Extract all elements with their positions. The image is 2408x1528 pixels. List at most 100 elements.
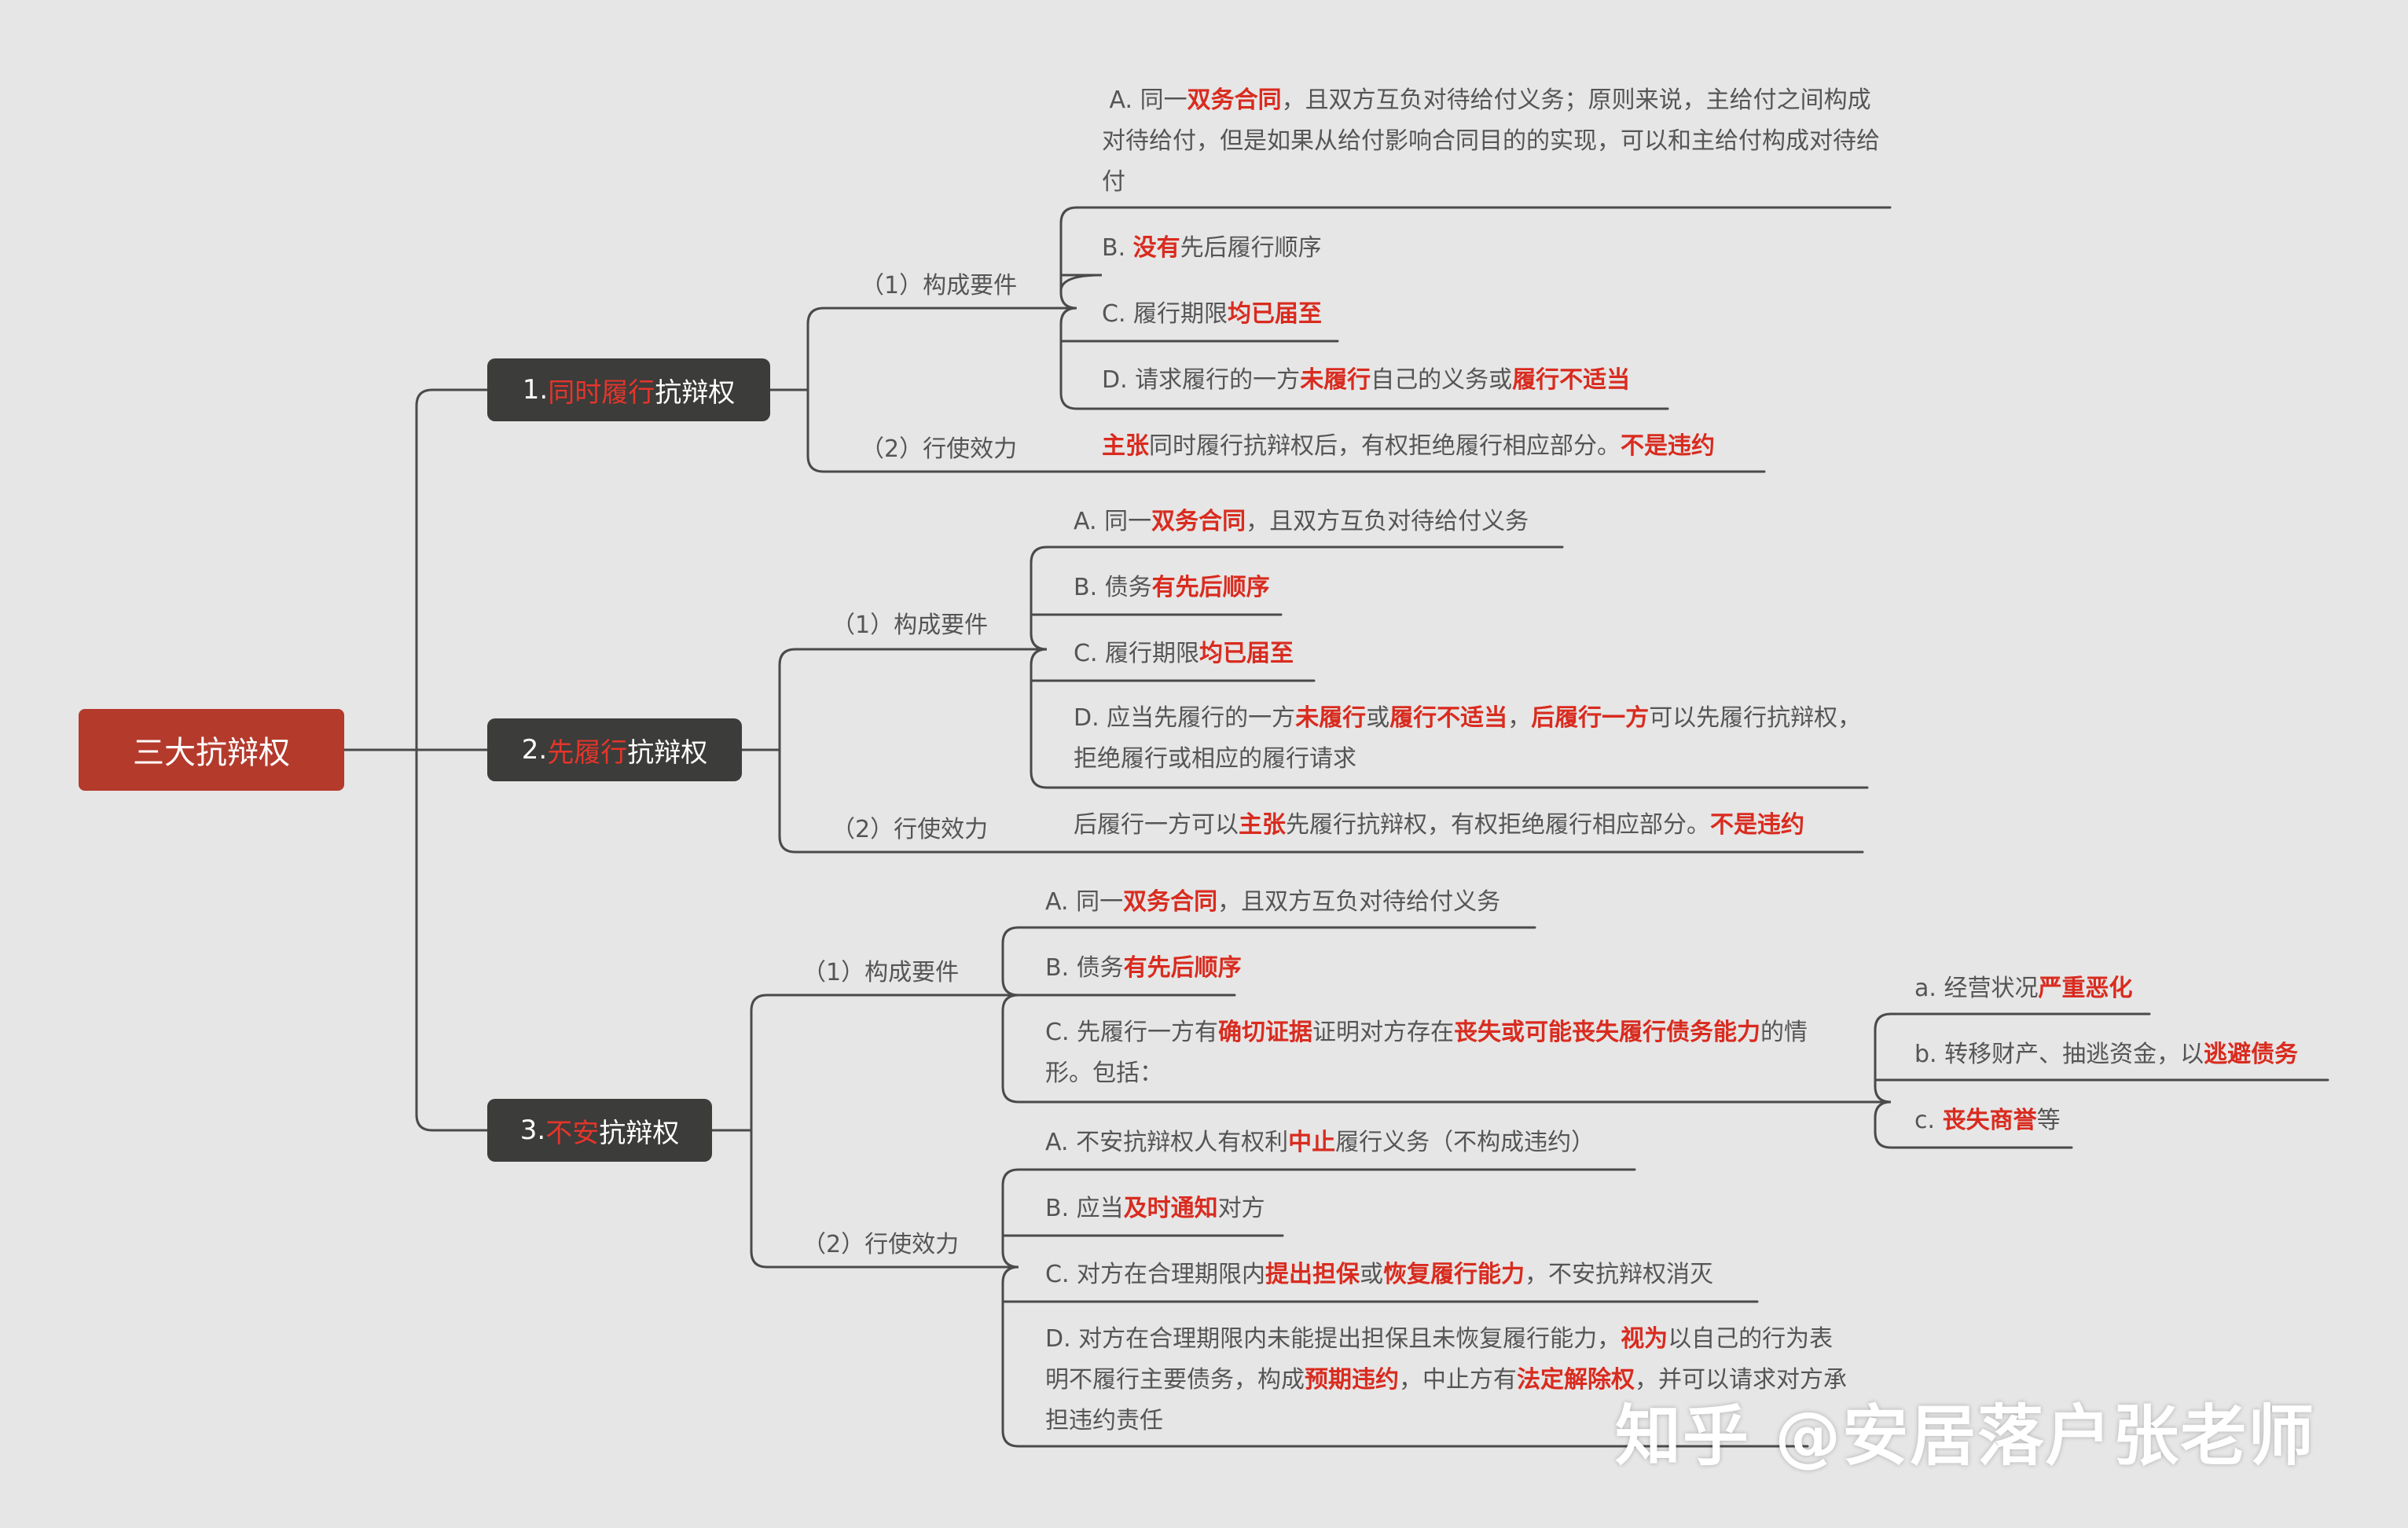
leaf-text: 或	[1360, 1261, 1384, 1288]
leaf-text: 可以先履行抗辩权，拒绝履行或相应的履行请求	[1074, 704, 1862, 773]
leaf-text: D. 应当先履行的一方	[1074, 704, 1296, 732]
b3-req-b[interactable]: B. 债务有先后顺序	[1045, 948, 1242, 989]
b2-req-d[interactable]: D. 应当先履行的一方未履行或履行不适当，后履行一方可以先履行抗辩权，拒绝履行或…	[1074, 698, 1867, 780]
branch-node-simultaneous[interactable]: 1. 同时履行抗辩权	[487, 358, 770, 421]
branch1-effect-label[interactable]: （2）行使效力	[861, 435, 1018, 463]
leaf-text: 证明对方存在	[1312, 1019, 1455, 1046]
leaf-text: B. 债务	[1074, 574, 1152, 601]
emphasis-text: 均已届至	[1199, 640, 1294, 667]
b2-effect[interactable]: 后履行一方可以主张先履行抗辩权，有权拒绝履行相应部分。不是违约	[1074, 805, 1804, 846]
leaf-text: ，	[1507, 704, 1532, 732]
b2-req-a[interactable]: A. 同一双务合同，且双方互负对待给付义务	[1074, 501, 1529, 542]
branch2-requirements-label[interactable]: （1）构成要件	[831, 612, 989, 639]
branch-num: 1.	[522, 374, 549, 406]
root-node[interactable]: 三大抗辩权	[79, 709, 344, 791]
emphasis-text: 预期违约	[1305, 1366, 1399, 1394]
emphasis-text: 不是违约	[1621, 432, 1715, 460]
emphasis-text: 履行不适当	[1512, 366, 1631, 394]
leaf-text: c.	[1914, 1107, 1943, 1134]
b2-req-b[interactable]: B. 债务有先后顺序	[1074, 567, 1270, 608]
leaf-text: ，且双方互负对待给付义务	[1217, 888, 1501, 916]
emphasis-text: 确切证据	[1218, 1019, 1313, 1046]
branch-rest: 抗辩权	[655, 376, 736, 409]
emphasis-text: 均已届至	[1228, 300, 1323, 328]
leaf-text: A. 同一	[1074, 508, 1152, 535]
branch2-effect-label[interactable]: （2）行使效力	[831, 816, 989, 843]
b3-effect-b[interactable]: B. 应当及时通知对方	[1045, 1188, 1265, 1229]
branch-highlight: 先履行	[547, 736, 628, 769]
emphasis-text: 有先后顺序	[1151, 574, 1270, 601]
b3-sub-b[interactable]: b. 转移财产、抽逃资金，以逃避债务	[1914, 1034, 2298, 1075]
leaf-text: D. 请求履行的一方	[1102, 366, 1301, 394]
emphasis-text: 双务合同	[1123, 888, 1218, 916]
leaf-text: 后履行一方可以	[1074, 811, 1239, 839]
branch-node-prior[interactable]: 2. 先履行抗辩权	[487, 718, 742, 781]
branch-num: 2.	[521, 734, 548, 766]
b3-sub-c[interactable]: c. 丧失商誉等	[1914, 1100, 2061, 1141]
emphasis-text: 后履行一方	[1531, 704, 1650, 732]
branch3-requirements-label[interactable]: （1）构成要件	[802, 959, 960, 986]
leaf-text: A. 同一	[1045, 888, 1124, 916]
emphasis-text: 恢复履行能力	[1383, 1261, 1525, 1288]
emphasis-text: 未履行	[1295, 704, 1367, 732]
leaf-text: C. 对方在合理期限内	[1045, 1261, 1266, 1288]
emphasis-text: 法定解除权	[1517, 1366, 1635, 1394]
branch1-requirements-label[interactable]: （1）构成要件	[861, 272, 1018, 299]
b3-req-a[interactable]: A. 同一双务合同，且双方互负对待给付义务	[1045, 882, 1500, 923]
emphasis-text: 不是违约	[1710, 811, 1804, 839]
b3-effect-d[interactable]: D. 对方在合理期限内未能提出担保且未恢复履行能力，视为以自己的行为表明不履行主…	[1045, 1319, 1847, 1442]
branch-rest: 抗辩权	[599, 1117, 680, 1149]
emphasis-text: 主张	[1239, 811, 1286, 839]
leaf-text: ，且双方互负对待给付义务	[1246, 508, 1529, 535]
leaf-text: 等	[2036, 1107, 2061, 1134]
branch-num: 3.	[519, 1115, 546, 1146]
emphasis-text: 主张	[1102, 432, 1149, 460]
branch-rest: 抗辩权	[627, 736, 708, 769]
leaf-text: C. 先履行一方有	[1045, 1019, 1219, 1046]
leaf-text: B. 应当	[1045, 1195, 1124, 1222]
leaf-text: b. 转移财产、抽逃资金，以	[1914, 1041, 2204, 1068]
b1-req-b[interactable]: B. 没有先后履行顺序	[1102, 228, 1322, 269]
emphasis-text: 视为	[1621, 1325, 1668, 1353]
emphasis-text: 严重恶化	[2038, 975, 2133, 1002]
b1-effect[interactable]: 主张同时履行抗辩权后，有权拒绝履行相应部分。不是违约	[1102, 426, 1715, 467]
leaf-text: 的情形。包括：	[1045, 1019, 1808, 1087]
emphasis-text: 履行不适当	[1389, 704, 1508, 732]
emphasis-text: 双务合同	[1187, 86, 1282, 114]
leaf-text: A. 同一	[1102, 86, 1187, 114]
emphasis-text: 没有	[1132, 234, 1180, 262]
branch-highlight: 同时履行	[548, 376, 655, 409]
watermark: 知乎 @安居落户张老师	[1615, 1398, 2316, 1475]
branch-highlight: 不安	[545, 1117, 600, 1149]
leaf-text: 履行义务（不构成违约）	[1335, 1129, 1595, 1156]
leaf-text: 以自己的行为表明不履行主要债务，构成	[1045, 1325, 1834, 1394]
b2-req-c[interactable]: C. 履行期限均已届至	[1074, 634, 1294, 674]
leaf-text: 自己的义务或	[1371, 366, 1513, 394]
leaf-text: a. 经营状况	[1914, 975, 2039, 1002]
root-title: 三大抗辩权	[133, 735, 290, 771]
leaf-text: B.	[1102, 234, 1133, 262]
leaf-text: 或	[1366, 704, 1390, 732]
emphasis-text: 逃避债务	[2204, 1041, 2299, 1068]
b3-req-c[interactable]: C. 先履行一方有确切证据证明对方存在丧失或可能丧失履行债务能力的情形。包括：	[1045, 1012, 1847, 1094]
b3-effect-a[interactable]: A. 不安抗辩权人有权利中止履行义务（不构成违约）	[1045, 1122, 1595, 1163]
leaf-text: C. 履行期限	[1102, 300, 1228, 328]
branch-node-insecurity[interactable]: 3. 不安抗辩权	[487, 1099, 712, 1162]
b1-req-d[interactable]: D. 请求履行的一方未履行自己的义务或履行不适当	[1102, 360, 1630, 401]
leaf-text: 先履行抗辩权，有权拒绝履行相应部分。	[1286, 811, 1710, 839]
b1-req-a[interactable]: A. 同一双务合同，且双方互负对待给付义务；原则来说，主给付之间构成对待给付，但…	[1102, 80, 1888, 203]
emphasis-text: 丧失或可能丧失履行债务能力	[1454, 1019, 1761, 1046]
leaf-text: D. 对方在合理期限内未能提出担保且未恢复履行能力，	[1045, 1325, 1621, 1353]
leaf-text: ，中止方有	[1399, 1366, 1517, 1394]
b1-req-c[interactable]: C. 履行期限均已届至	[1102, 294, 1322, 335]
leaf-text: 先后履行顺序	[1180, 234, 1322, 262]
emphasis-text: 及时通知	[1123, 1195, 1218, 1222]
b3-sub-a[interactable]: a. 经营状况严重恶化	[1914, 968, 2132, 1009]
emphasis-text: 中止	[1288, 1129, 1336, 1156]
branch3-effect-label[interactable]: （2）行使效力	[802, 1231, 960, 1258]
leaf-text: 同时履行抗辩权后，有权拒绝履行相应部分。	[1149, 432, 1621, 460]
leaf-text: C. 履行期限	[1074, 640, 1200, 667]
leaf-text: ，且双方互负对待给付义务；原则来说，主给付之间构成对待给付，但是如果从给付影响合…	[1102, 86, 1880, 196]
b3-effect-c[interactable]: C. 对方在合理期限内提出担保或恢复履行能力，不安抗辩权消灭	[1045, 1254, 1713, 1295]
